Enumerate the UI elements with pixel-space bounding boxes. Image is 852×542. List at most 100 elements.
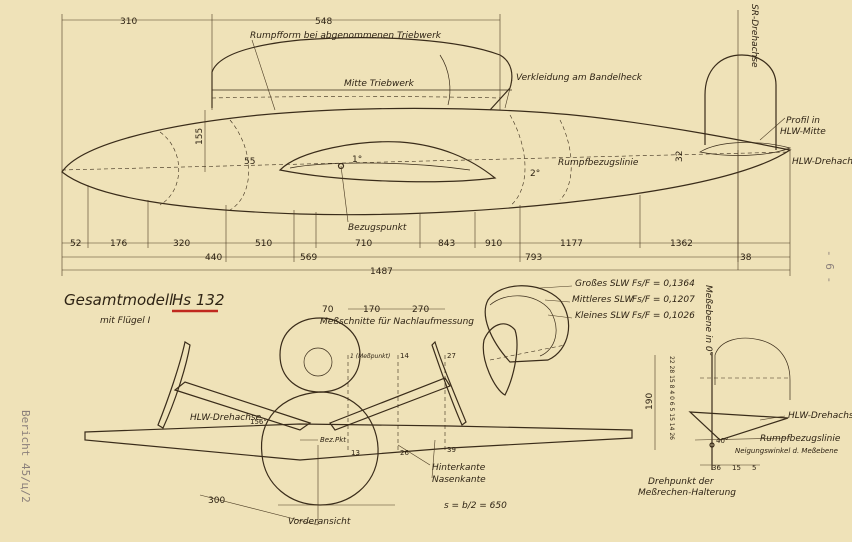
- rear-tailplane: [688, 411, 789, 441]
- point-39: 39: [447, 446, 456, 454]
- row1-label: 1177: [560, 239, 583, 249]
- row1-label: 910: [485, 239, 502, 249]
- title-main: Gesamtmodell: [64, 291, 174, 309]
- plan-view: [84, 308, 633, 526]
- label-rumpfbezugslinie: Rumpfbezugslinie: [558, 158, 639, 168]
- dim-5: 5: [752, 464, 756, 472]
- dimension-row-1-labels: 52 176 320 510 710 843 910 1177 1362: [70, 239, 693, 249]
- label-hinterkante: Hinterkante: [432, 463, 486, 473]
- label-profil-2: HLW-Mitte: [780, 127, 826, 137]
- fuselage-plan: [260, 391, 379, 506]
- station-170: 170: [363, 305, 380, 315]
- leader-line: [504, 79, 513, 109]
- label-rumpfbezug-rear: Rumpfbezugslinie: [760, 434, 841, 444]
- section-line: [509, 114, 526, 207]
- slw-value: Fs/F = 0,1207: [632, 295, 695, 305]
- label-rumpfform: Rumpfform bei abgenommenen Triebwerk: [250, 31, 442, 41]
- fin-left: [157, 341, 191, 429]
- angle-156: 156°: [250, 418, 267, 426]
- fin-shape-large: [484, 285, 570, 363]
- engine-intake: [303, 347, 333, 377]
- row1-label: 843: [438, 239, 455, 249]
- point-27: 27: [447, 352, 456, 360]
- section-line: [229, 119, 249, 211]
- row2-label: 793: [525, 253, 542, 263]
- cockpit-canopy: [278, 141, 497, 183]
- point-1: 1 (Meßpunkt): [350, 353, 390, 360]
- row1-label: 710: [355, 239, 372, 249]
- dim-300: 300: [208, 496, 225, 506]
- station-70: 70: [322, 305, 334, 315]
- dim-36: 36: [712, 464, 721, 472]
- dim-190: 190: [645, 393, 655, 410]
- angle-1: 1°: [352, 155, 362, 165]
- dim-548: 548: [315, 17, 332, 27]
- rear-view: [654, 337, 791, 470]
- slw-name: Kleines SLW: [575, 311, 631, 321]
- fin-right: [431, 340, 467, 426]
- pivot-point: [709, 442, 715, 448]
- angle-2: 2°: [530, 169, 540, 179]
- fin-shape-small: [482, 323, 518, 396]
- dim-32: 32: [675, 151, 685, 162]
- dim-55: 55: [244, 157, 255, 167]
- dim-155: 155: [195, 128, 205, 145]
- fuselage-reference-line: [61, 151, 791, 171]
- title-model: Hs 132: [172, 291, 225, 309]
- leader-line: [759, 415, 786, 421]
- point-14: 14: [400, 352, 409, 360]
- label-drehpunkt-2: Meßrechen-Halterung: [638, 488, 736, 498]
- rear-fin-outline: [714, 337, 791, 400]
- label-neigungswinkel: Neigungswinkel d. Meßebene: [735, 447, 838, 455]
- row2-label: 38: [740, 253, 752, 263]
- station-270: 270: [412, 305, 429, 315]
- row1-label: 52: [70, 239, 81, 249]
- label-nasenkante: Nasenkante: [432, 475, 486, 485]
- canopy-frame: [289, 162, 471, 171]
- row1-label: 510: [255, 239, 272, 249]
- leader-line: [539, 285, 573, 289]
- row1-label: 176: [110, 239, 127, 249]
- leader-line: [397, 444, 431, 466]
- row1-label: 1362: [670, 239, 693, 249]
- label-vorderansicht: Vorderansicht: [288, 517, 351, 527]
- rear-reference-line: [694, 437, 791, 441]
- slw-name: Mittleres SLW: [572, 295, 635, 305]
- side-view: [61, 10, 792, 276]
- rake-scale: 22 28 15 8 4 0 6 5 15 14 26: [668, 356, 675, 440]
- dim-15: 15: [732, 464, 741, 472]
- leader-line: [544, 299, 571, 303]
- row1-label: 320: [173, 239, 190, 249]
- dimension-ticks: [61, 150, 791, 276]
- label-drehpunkt-1: Drehpunkt der: [648, 477, 715, 487]
- cockpit-front: [279, 317, 361, 393]
- slw-value: Fs/F = 0,1026: [632, 311, 695, 321]
- label-messschnitte: Meßschnitte für Nachlaufmessung: [320, 317, 474, 327]
- label-bezugspunkt: Bezugspunkt: [348, 223, 407, 233]
- section-line: [159, 131, 180, 206]
- tail-right: [329, 377, 451, 431]
- leader-line: [251, 39, 276, 111]
- label-hlw-drehachse-plan: HLW-Drehachse: [190, 413, 262, 423]
- label-bez-pkt: Bez.Pkt: [320, 436, 346, 444]
- tail-fin: [704, 54, 777, 150]
- row2-label: 569: [300, 253, 317, 263]
- slw-name: Großes SLW: [575, 279, 630, 289]
- point-26: 26: [400, 449, 409, 457]
- engine-nacelle: [211, 37, 513, 111]
- total-length: 1487: [370, 267, 393, 277]
- leader-line: [340, 165, 349, 223]
- slw-value: Fs/F = 0,1364: [632, 279, 695, 289]
- reference-point-marker: [337, 162, 345, 170]
- engine-centerline: [211, 96, 501, 99]
- label-mitte-triebwerk: Mitte Triebwerk: [344, 79, 415, 89]
- page-number: - 6 -: [823, 250, 836, 283]
- label-verkleidung: Verkleidung am Bandelheck: [516, 73, 643, 83]
- dim-300-line: [199, 494, 319, 526]
- label-messebene: Meßebene in 0°: [703, 285, 713, 356]
- dim-310: 310: [120, 17, 137, 27]
- label-sr-drehachse: SR-Drehachse: [749, 4, 759, 68]
- label-hlw-drehachse-rear: HLW-Drehachse: [788, 411, 852, 421]
